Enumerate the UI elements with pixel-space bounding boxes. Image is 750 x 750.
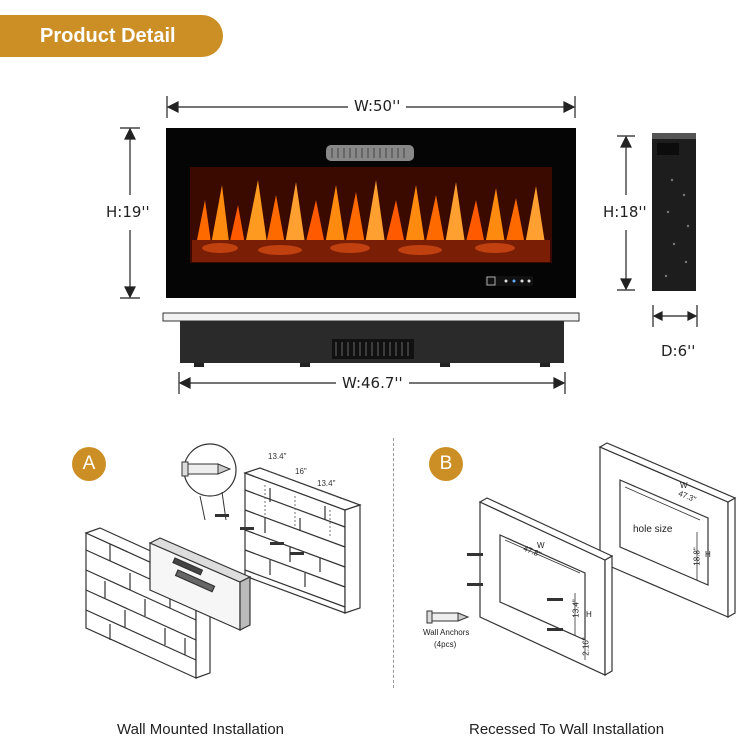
anchor-detail (181, 443, 237, 521)
width-bottom-label: W:46.7'' (336, 374, 409, 392)
measure-a-1: 13.4" (268, 452, 287, 461)
measure-a-3: 13.4" (317, 479, 336, 488)
back-h-letter: H (705, 550, 711, 559)
front-w-letter: W (537, 541, 545, 550)
wall-mount-illustration (84, 443, 362, 679)
hole-size-label: hole size (633, 524, 673, 535)
recess-frame-front (478, 497, 614, 677)
section-divider (393, 438, 394, 688)
fireplace-bottom-view (162, 312, 580, 367)
anchors-label: Wall Anchors (423, 628, 470, 637)
depth-arrow (652, 305, 698, 327)
flames (195, 180, 546, 250)
control-panel (485, 276, 533, 286)
height-arrow-left (120, 127, 140, 299)
heater-vent (326, 145, 414, 161)
section-b-marker: B (429, 447, 463, 481)
front-dimension-lines (504, 539, 586, 660)
wall-anchor-icon (426, 610, 470, 624)
recessed-caption: Recessed To Wall Installation (469, 721, 665, 738)
recessed-illustration (426, 442, 737, 677)
section-a-marker: A (72, 447, 106, 481)
width-top-label: W:50'' (348, 97, 407, 115)
depth-label: D:6'' (661, 342, 696, 360)
width-arrow-bottom (178, 372, 566, 394)
wall-mounted-caption: Wall Mounted Installation (117, 721, 285, 738)
back-h-value: 18.8" (692, 547, 702, 566)
front-h-letter: H (586, 610, 592, 619)
recess-screws (467, 553, 563, 631)
height-left-label: H:19'' (106, 203, 150, 221)
dimension-diagram (120, 96, 698, 394)
mounting-wall (243, 467, 362, 614)
product-detail-badge: Product Detail (0, 15, 223, 57)
recess-frame-back (598, 442, 737, 619)
screws (215, 514, 304, 555)
front-side-value: 2.16" (581, 637, 591, 656)
height-right-label: H:18'' (603, 203, 647, 221)
badge-label: Product Detail (40, 24, 176, 47)
front-h-value: 13.4" (571, 599, 581, 618)
fireplace-body (148, 537, 252, 631)
back-w-letter: W (680, 481, 688, 490)
measure-a-2: 16" (295, 467, 307, 476)
fireplace-side-view (652, 133, 696, 291)
height-arrow-right (617, 135, 635, 291)
anchors-count: (4pcs) (434, 640, 457, 649)
back-dimension-lines (624, 486, 701, 580)
